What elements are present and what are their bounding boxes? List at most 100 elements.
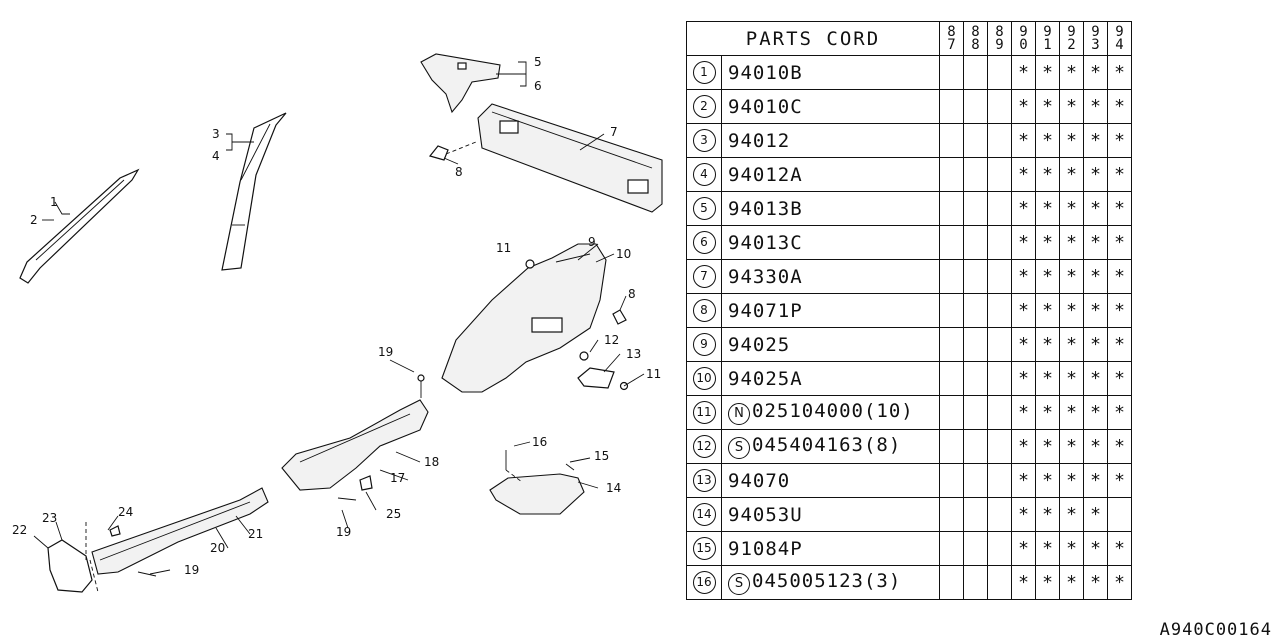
- part-code-text: 94013C: [728, 231, 803, 254]
- callout-11b: 11: [646, 367, 661, 381]
- year-availability-cell: *: [1059, 123, 1084, 158]
- year-availability-cell: *: [1083, 55, 1108, 90]
- year-availability-cell: *: [1011, 55, 1036, 90]
- year-availability-cell: [987, 225, 1012, 260]
- row-number: 8: [686, 293, 722, 328]
- year-availability-cell: [987, 123, 1012, 158]
- year-availability-cell: *: [1059, 191, 1084, 226]
- callout-8b: 8: [628, 287, 636, 301]
- year-availability-cell: [963, 327, 988, 362]
- circled-number: 9: [692, 333, 716, 356]
- year-availability-cell: *: [1083, 531, 1108, 566]
- year-availability-cell: *: [1083, 395, 1108, 430]
- part-code-text: 94053U: [728, 503, 803, 526]
- row-number: 15: [686, 531, 722, 566]
- b-pillar-trim: [221, 112, 287, 271]
- year-availability-cell: *: [1035, 531, 1060, 566]
- year-availability-cell: [963, 123, 988, 158]
- year-availability-cell: [939, 429, 964, 464]
- callout-10: 10: [616, 247, 631, 261]
- year-availability-cell: *: [1059, 157, 1084, 192]
- year-availability-cell: [987, 89, 1012, 124]
- callout-4: 4: [212, 149, 220, 163]
- row-number: 2: [686, 89, 722, 124]
- part-code: 94070: [721, 463, 940, 498]
- row-number: 10: [686, 361, 722, 396]
- year-availability-cell: *: [1107, 531, 1132, 566]
- year-availability-cell: *: [1083, 157, 1108, 192]
- callout-1: 1: [50, 195, 58, 209]
- callout-6: 6: [534, 79, 542, 93]
- row-number: 3: [686, 123, 722, 158]
- year-availability-cell: *: [1035, 89, 1060, 124]
- callout-25: 25: [386, 507, 401, 521]
- part-code-text: 94010C: [728, 95, 803, 118]
- year-availability-cell: [939, 259, 964, 294]
- year-availability-cell: *: [1011, 395, 1036, 430]
- parts-cord-header: PARTS CORD: [686, 21, 940, 56]
- year-availability-cell: [1107, 497, 1132, 532]
- year-availability-cell: *: [1035, 259, 1060, 294]
- year-availability-cell: *: [1011, 123, 1036, 158]
- year-availability-cell: [963, 429, 988, 464]
- year-availability-cell: *: [1107, 123, 1132, 158]
- callout-14: 14: [606, 481, 621, 495]
- year-availability-cell: [987, 157, 1012, 192]
- year-availability-cell: *: [1059, 225, 1084, 260]
- callout-15: 15: [594, 449, 609, 463]
- row-number: 13: [686, 463, 722, 498]
- year-availability-cell: *: [1059, 361, 1084, 396]
- part-prefix-s-icon: S: [728, 437, 750, 459]
- part-code: 94010B: [721, 55, 940, 90]
- row-number: 9: [686, 327, 722, 362]
- year-availability-cell: *: [1035, 123, 1060, 158]
- year-availability-cell: *: [1083, 429, 1108, 464]
- year-availability-cell: [963, 565, 988, 600]
- year-availability-cell: [987, 327, 1012, 362]
- callout-20: 20: [210, 541, 225, 555]
- upper-trim-piece: [420, 53, 501, 114]
- callout-13: 13: [626, 347, 641, 361]
- part-code: 91084P: [721, 531, 940, 566]
- row-number: 1: [686, 55, 722, 90]
- rear-sill-piece: [281, 399, 429, 491]
- part-code-text: 045005123(3): [752, 570, 902, 592]
- callout-5: 5: [534, 55, 542, 69]
- year-availability-cell: [963, 531, 988, 566]
- year-availability-cell: *: [1035, 225, 1060, 260]
- year-availability-cell: *: [1011, 361, 1036, 396]
- year-availability-cell: *: [1035, 327, 1060, 362]
- year-availability-cell: *: [1107, 89, 1132, 124]
- callout-2: 2: [30, 213, 38, 227]
- part-code-text: 94012: [728, 129, 791, 152]
- year-availability-cell: [987, 191, 1012, 226]
- part-code: 94071P: [721, 293, 940, 328]
- row-number: 14: [686, 497, 722, 532]
- year-availability-cell: *: [1107, 191, 1132, 226]
- year-availability-cell: *: [1059, 497, 1084, 532]
- callout-24: 24: [118, 505, 133, 519]
- callout-21: 21: [248, 527, 263, 541]
- year-availability-cell: *: [1059, 565, 1084, 600]
- fasteners-upper: [525, 259, 627, 325]
- year-availability-cell: *: [1107, 55, 1132, 90]
- year-availability-cell: [939, 55, 964, 90]
- year-availability-cell: [987, 497, 1012, 532]
- year-availability-cell: *: [1035, 361, 1060, 396]
- year-availability-cell: [963, 293, 988, 328]
- rear-quarter-trim: [441, 243, 607, 393]
- year-availability-cell: [939, 191, 964, 226]
- part-code-text: 94010B: [728, 61, 803, 84]
- year-availability-cell: *: [1035, 565, 1060, 600]
- year-availability-cell: *: [1059, 293, 1084, 328]
- year-availability-cell: *: [1011, 89, 1036, 124]
- part-code-text: 94013B: [728, 197, 803, 220]
